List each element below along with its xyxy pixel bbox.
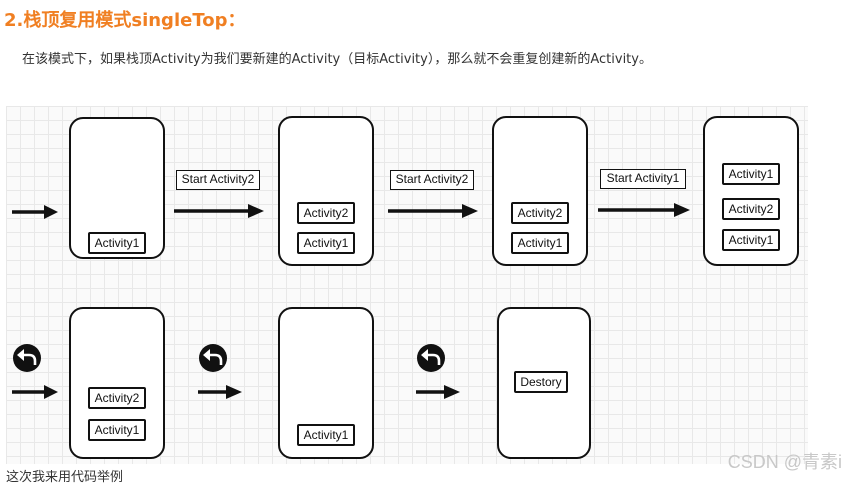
transition-label: Start Activity2 — [176, 170, 260, 190]
section-description: 在该模式下，如果栈顶Activity为我们要新建的Activity（目标Acti… — [22, 52, 652, 67]
stack-item: Activity2 — [722, 198, 780, 220]
transition-label: Start Activity2 — [390, 170, 474, 190]
phone-stack-4: Activity1 Activity2 Activity1 — [703, 116, 799, 266]
stack-item: Activity1 — [722, 229, 780, 251]
right-arrow-icon — [12, 385, 58, 399]
stack-item: Activity1 — [297, 424, 355, 446]
back-arrow-icon — [13, 344, 41, 372]
right-arrow-icon — [12, 205, 58, 219]
right-arrow-icon — [598, 203, 690, 217]
stack-item: Activity1 — [88, 232, 146, 254]
cut-off-text: 这次我来用代码举例 — [6, 470, 124, 485]
back-arrow-icon — [199, 344, 227, 372]
right-arrow-icon — [198, 385, 242, 399]
stack-item: Activity2 — [511, 202, 569, 224]
stack-item: Destory — [514, 371, 568, 393]
phone-stack-6: Activity1 — [278, 307, 374, 459]
stack-item: Activity2 — [88, 387, 146, 409]
phone-stack-1: Activity1 — [69, 117, 165, 259]
phone-stack-5: Activity2 Activity1 — [69, 307, 165, 459]
phone-stack-2: Activity2 Activity1 — [278, 116, 374, 266]
stack-item: Activity1 — [722, 163, 780, 185]
stack-item: Activity1 — [88, 419, 146, 441]
back-arrow-icon — [417, 344, 445, 372]
watermark: CSDN @青素i — [727, 452, 842, 472]
right-arrow-icon — [416, 385, 460, 399]
right-arrow-icon — [174, 204, 264, 218]
stack-item: Activity2 — [297, 202, 355, 224]
stack-item: Activity1 — [297, 232, 355, 254]
stack-item: Activity1 — [511, 232, 569, 254]
phone-stack-7: Destory — [497, 307, 591, 459]
phone-stack-3: Activity2 Activity1 — [492, 116, 588, 266]
section-heading: 2.栈顶复用模式singleTop： — [4, 10, 246, 31]
right-arrow-icon — [388, 204, 478, 218]
transition-label: Start Activity1 — [600, 169, 686, 189]
